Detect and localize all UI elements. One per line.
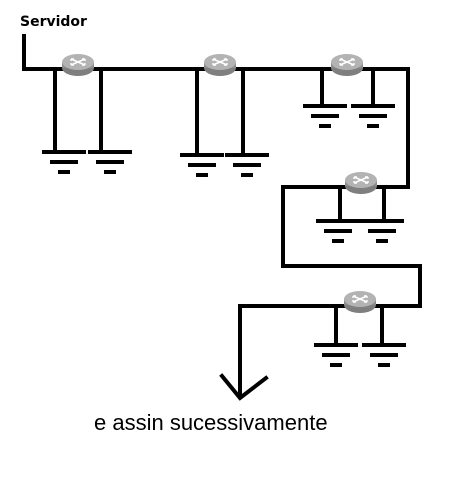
ground-icon [362,343,406,367]
ground-icon [42,150,86,174]
arrow-down-icon [219,373,269,401]
ground-icon [180,153,224,177]
ground-icon [314,343,358,367]
ground-icon [303,104,347,128]
ground-icon [316,219,360,243]
router-icon [330,53,364,77]
router-icon [343,290,377,314]
wires [22,34,422,398]
server-label: Servidor [20,14,87,30]
ground-icon [360,219,404,243]
ground-icon [351,104,395,128]
caption-label: e assin sucessivamente [94,410,328,435]
router-icon [61,53,95,77]
ground-icon [225,153,269,177]
router-icon [203,53,237,77]
ground-icon [88,150,132,174]
router-icon [344,171,378,195]
